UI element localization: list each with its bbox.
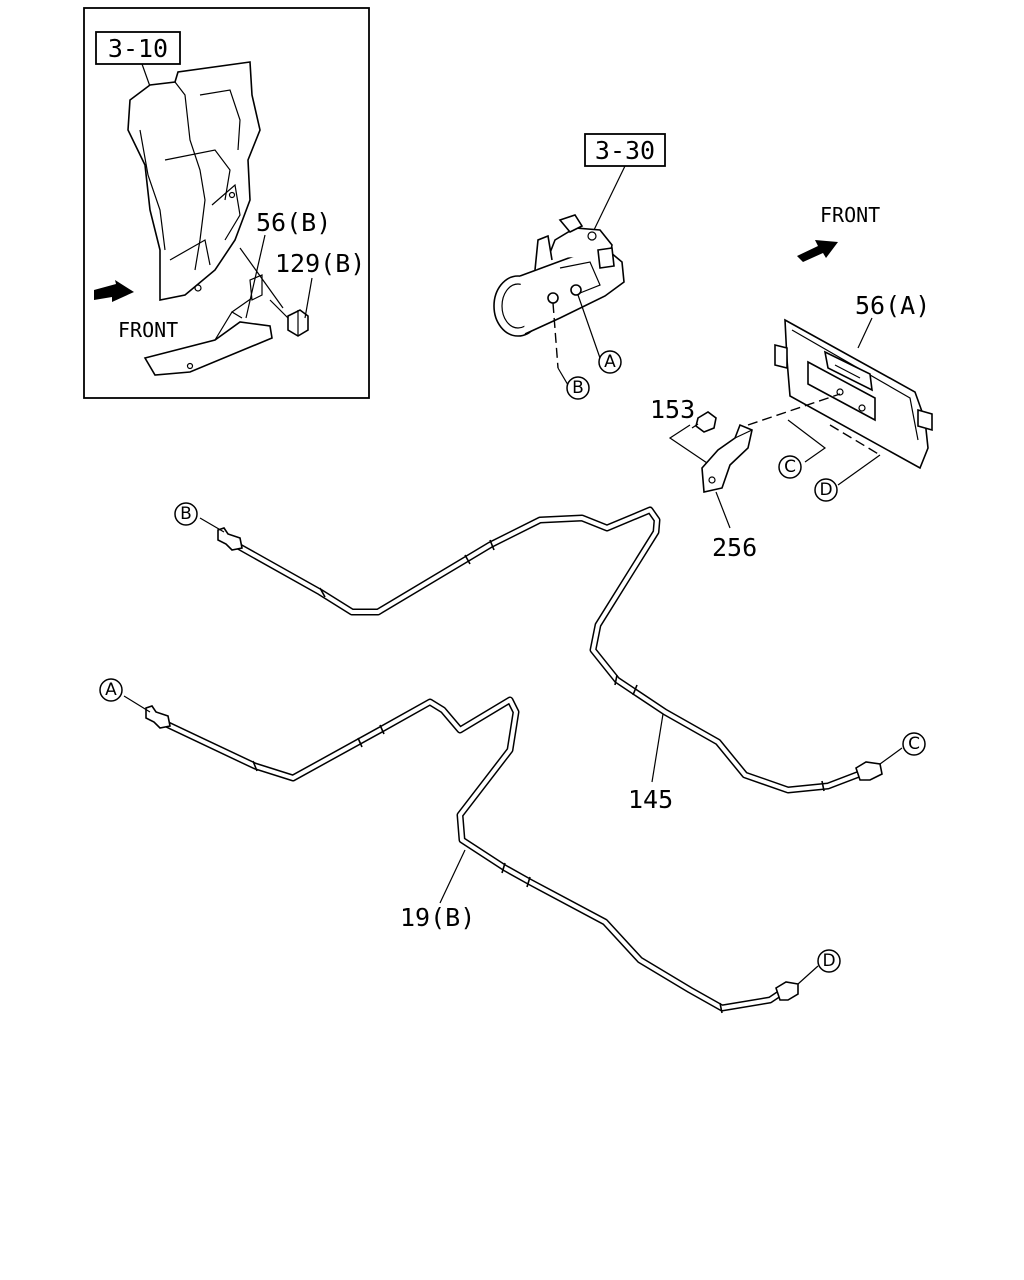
leader-valve-b [557,367,569,386]
leader-valve-a [577,294,601,359]
part-145-label[interactable]: 145 [628,785,673,814]
connector-c-pipe[interactable]: C [902,732,926,756]
inset-dash-line [239,247,284,309]
valve-body-drawing [493,214,625,337]
dash-to-d [829,424,881,456]
svg-text:D: D [819,480,832,500]
pipe-19b-drawing [145,696,799,1014]
inset-panel: 3-10 56(B) [83,7,370,399]
connector-d-pipe[interactable]: D [817,949,841,973]
leader-145 [651,713,664,783]
bolt-129b-drawing [269,299,309,337]
part-129b-label[interactable]: 129(B) [275,249,365,278]
connector-b-pipe[interactable]: B [174,502,198,526]
leader-pipe-a [123,695,151,713]
part-256-label[interactable]: 256 [712,533,757,562]
connector-d-bracket[interactable]: D [814,478,838,502]
inset-frame [83,7,370,399]
inset-front-label: FRONT [118,318,178,342]
part-129b-leader [304,277,313,319]
bracket-56b-drawing [143,274,273,376]
leader-19b [439,849,466,904]
leader-256 [715,491,731,529]
main-ref-leader [592,165,626,233]
pipe-145-drawing [217,506,883,794]
main-front-label: FRONT [820,203,880,227]
svg-text:A: A [604,352,616,372]
svg-text:A: A [105,680,117,700]
svg-text:C: C [784,457,796,477]
leader-pipe-c [879,747,903,765]
svg-text:C: C [908,734,920,754]
main-front-arrow-icon [797,240,838,262]
main-ref-box[interactable]: 3-30 [584,133,666,167]
dash-to-b [552,302,559,369]
svg-text:D: D [822,951,835,971]
part-56b-leader [245,234,266,319]
connector-c-bracket[interactable]: C [778,455,802,479]
connector-a-valve[interactable]: A [598,350,622,374]
inset-ref-label: 3-10 [108,34,168,63]
part-56b-label[interactable]: 56(B) [256,208,331,237]
inset-ref-box[interactable]: 3-10 [95,31,181,65]
inset-front-arrow-icon [94,280,134,302]
connector-b-valve[interactable]: B [566,376,590,400]
leader-c-bracket [787,419,827,463]
svg-text:B: B [180,504,192,524]
leader-d-bracket [837,454,881,486]
leader-pipe-b [199,517,225,533]
bolt-153-drawing [691,411,717,433]
connector-a-pipe[interactable]: A [99,678,123,702]
leader-pipe-d [797,965,819,985]
dash-to-bracket-56a [747,393,841,426]
part-56a-leader [857,317,873,349]
main-ref-label: 3-30 [595,136,655,165]
part-19b-label[interactable]: 19(B) [400,903,475,932]
bracket-56a-drawing [774,318,933,470]
part-56a-label[interactable]: 56(A) [855,291,930,320]
part-153-label[interactable]: 153 [650,395,695,424]
clip-256-drawing [701,423,753,493]
leader-153 [668,424,711,466]
body-panel-drawing [127,61,261,301]
svg-text:B: B [572,378,584,398]
